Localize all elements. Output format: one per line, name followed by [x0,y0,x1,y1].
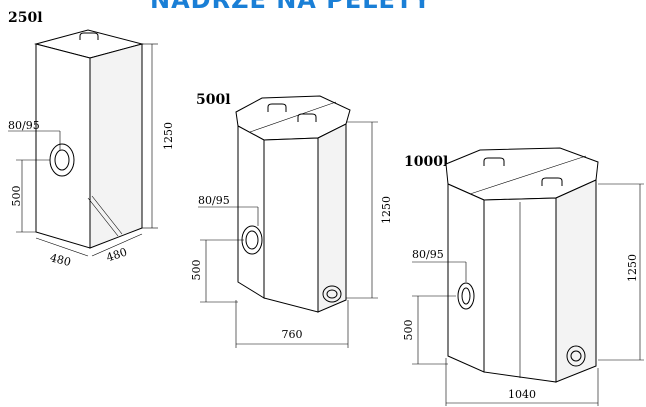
tank-250-inlet-size: 80/95 [8,119,40,132]
tank-1000-inlet-size: 80/95 [412,248,444,261]
tank-500-face-front [263,137,319,313]
tank-250-width: 480 [49,251,73,269]
tank-250-capacity: 250l [8,10,43,26]
tank-500-height: 1250 [380,196,393,224]
tank-500: 500l 80/95 500 1250 7 [190,92,393,348]
tank-250-right-face [89,43,143,249]
tank-1000-height: 1250 [626,254,639,282]
tank-1000-capacity: 1000l [404,154,448,170]
tank-500-face-right [317,123,347,313]
tank-1000-inlet-port-icon [457,282,475,310]
tank-250-depth: 480 [105,246,129,265]
tank-500-inlet-size: 80/95 [198,194,230,207]
tank-250-height: 1250 [162,122,175,150]
tank-500-face-left [237,125,265,299]
tank-250-left-face [35,43,91,249]
tank-1000-width: 1040 [508,388,536,401]
tank-250-handle-icon [79,32,99,40]
tank-250: 250l 80/95 500 1250 480 480 [8,10,175,269]
tank-1000: 1000l 80/95 500 1250 [402,147,644,406]
tank-1000-face-right [555,179,597,383]
tank-1000-inlet-height: 500 [402,320,415,341]
tank-250-inlet-height: 500 [10,186,23,207]
page-title: NÁDRŽE NA PELETY [150,0,432,14]
tank-500-outlet-port-icon [322,285,342,303]
tank-500-handle-icon-2 [297,113,317,122]
tank-1000-handle-icon [483,157,505,166]
tank-500-inlet-height: 500 [190,260,203,281]
tank-1000-outlet-port-icon [566,345,586,367]
tank-500-width: 760 [282,328,303,341]
tank-500-handle-icon [267,103,287,112]
tank-500-capacity: 500l [196,92,231,108]
tank-1000-handle-icon-2 [541,177,563,186]
